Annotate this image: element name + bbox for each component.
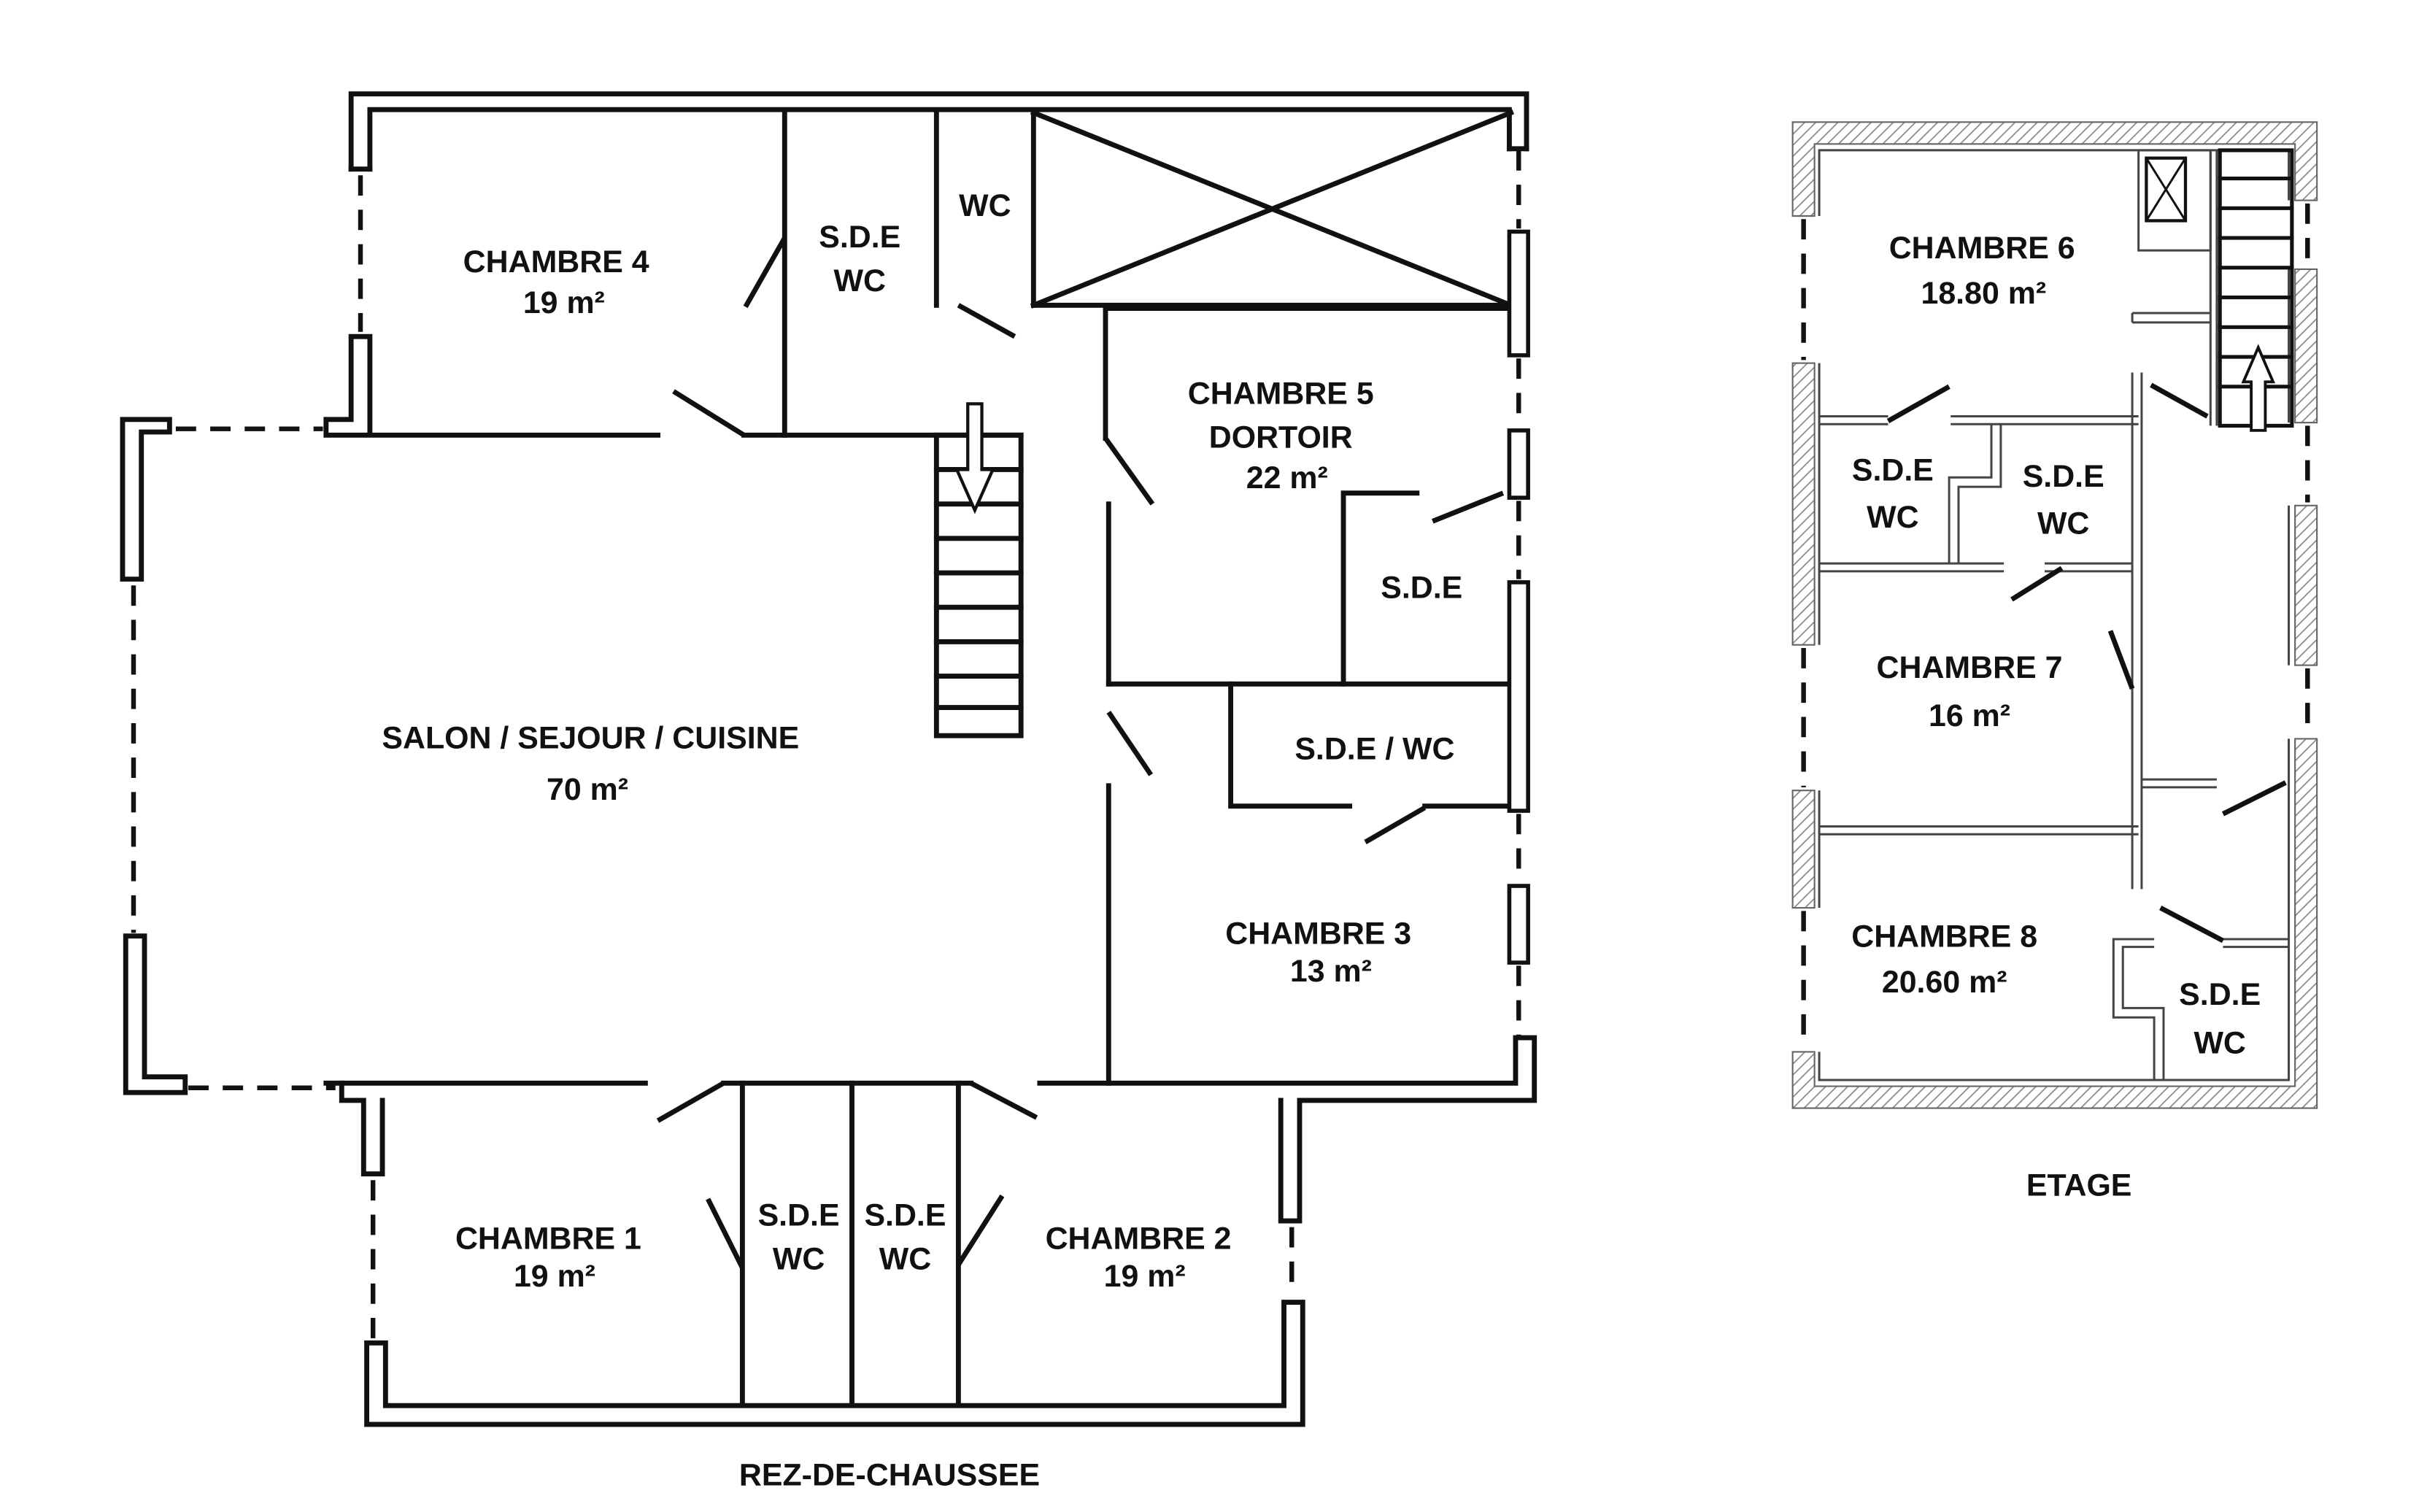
room-label-salon: SALON / SEJOUR / CUISINE xyxy=(382,720,799,755)
staircase-ground xyxy=(933,402,1024,738)
floor-title-ground: REZ-DE-CHAUSSEE xyxy=(739,1458,1040,1493)
room-label-wc-b1: WC xyxy=(773,1242,825,1277)
room-label-sde-b: S.D.E xyxy=(2023,459,2104,494)
room-area-chambre-2: 19 m² xyxy=(1104,1259,1186,1294)
room-sub-dortoir: DORTOIR xyxy=(1209,420,1353,455)
room-label-wc-b: WC xyxy=(2037,506,2089,541)
ground-floor-plan: CHAMBRE 4 19 m² S.D.E WC WC CHAMBRE 5 DO… xyxy=(120,91,1537,1493)
room-area-chambre-7: 16 m² xyxy=(1929,698,2010,733)
room-label-wc-c: WC xyxy=(2193,1026,2245,1061)
room-area-chambre-8: 20.60 m² xyxy=(1882,965,2007,1000)
room-label-chambre-6: CHAMBRE 6 xyxy=(1889,231,2075,266)
room-label-chambre-1: CHAMBRE 1 xyxy=(455,1222,641,1257)
stair-up-arrow-icon xyxy=(2241,344,2276,432)
room-label-wc-b2: WC xyxy=(879,1242,931,1277)
floor-title-upper: ETAGE xyxy=(2026,1168,2132,1203)
room-label-wc-a: WC xyxy=(1867,500,1918,535)
staircase-upper xyxy=(2218,148,2294,432)
room-label-chambre-4: CHAMBRE 4 xyxy=(463,244,649,279)
room-area-salon: 70 m² xyxy=(547,772,628,807)
room-area-chambre-5: 22 m² xyxy=(1246,460,1328,495)
room-label-sde-a: S.D.E xyxy=(1852,452,1934,487)
room-label-chambre-8: CHAMBRE 8 xyxy=(1851,919,2037,954)
upper-floor-plan: CHAMBRE 6 18.80 m² S.D.E WC S.D.E WC CHA… xyxy=(1791,121,2318,1203)
room-area-chambre-6: 18.80 m² xyxy=(1921,276,2046,311)
room-label-sde-b2: S.D.E xyxy=(864,1197,946,1233)
room-label-sde-c5: S.D.E xyxy=(1381,570,1462,605)
room-label-chambre-7: CHAMBRE 7 xyxy=(1877,650,2063,685)
room-label-sde-top: S.D.E xyxy=(819,220,900,255)
room-label-sde-wc-right: S.D.E / WC xyxy=(1294,731,1454,766)
room-label-chambre-3: CHAMBRE 3 xyxy=(1225,916,1411,951)
room-label-wc-top-sde: WC xyxy=(834,263,886,298)
room-label-sde-c: S.D.E xyxy=(2179,977,2261,1012)
room-area-chambre-1: 19 m² xyxy=(514,1259,595,1294)
room-label-wc: WC xyxy=(959,188,1011,223)
room-label-sde-b1: S.D.E xyxy=(758,1197,840,1233)
stair-down-arrow-icon xyxy=(954,402,995,514)
room-label-chambre-5: CHAMBRE 5 xyxy=(1188,376,1374,411)
room-area-chambre-4: 19 m² xyxy=(523,285,605,320)
room-label-chambre-2: CHAMBRE 2 xyxy=(1046,1222,1232,1257)
room-area-chambre-3: 13 m² xyxy=(1290,954,1372,989)
